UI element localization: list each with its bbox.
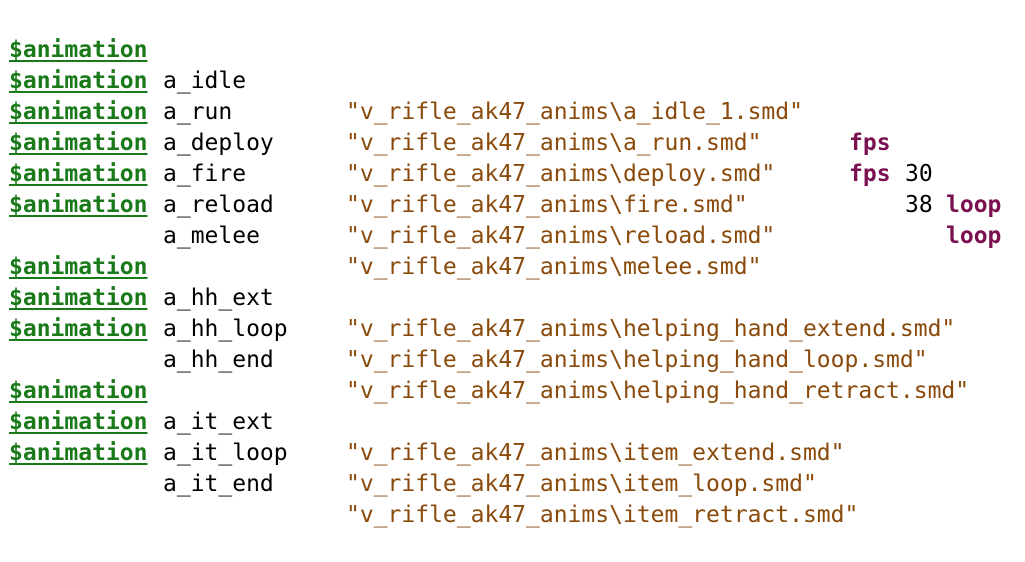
animation-keyword: $animation — [9, 161, 148, 187]
animation-name: a_hh_end — [163, 347, 274, 373]
code-line[interactable]: $animation a_it_ext "v_rifle_ak47_anims\… — [0, 345, 1025, 466]
fps-value: 38 — [905, 192, 933, 218]
loop-keyword: loop — [946, 223, 1002, 249]
animation-path: "v_rifle_ak47_anims\melee.smd" — [346, 254, 762, 280]
code-line[interactable]: $animation a_fire "v_rifle_ak47_anims\fi… — [0, 97, 1025, 218]
code-line[interactable]: $animation a_hh_ext "v_rifle_ak47_anims\… — [0, 221, 1025, 342]
animation-path: "v_rifle_ak47_anims\reload.smd" — [346, 223, 776, 249]
code-line[interactable]: $animation a_it_loop "v_rifle_ak47_anims… — [0, 376, 1025, 497]
code-line[interactable]: $animation a_deploy "v_rifle_ak47_anims\… — [0, 66, 1025, 187]
animation-keyword: $animation — [9, 409, 148, 435]
animation-path: "v_rifle_ak47_anims\a_run.smd" — [346, 130, 762, 156]
animation-keyword: $animation — [9, 192, 148, 218]
code-line[interactable]: $animation a_melee "v_rifle_ak47_anims\m… — [0, 159, 1025, 280]
animation-keyword: $animation — [9, 68, 148, 94]
fps-keyword: fps — [849, 130, 891, 156]
animation-keyword: $animation — [9, 316, 148, 342]
code-line[interactable]: $animation a_hh_loop "v_rifle_ak47_anims… — [0, 252, 1025, 373]
animation-name: a_hh_ext — [163, 285, 274, 311]
code-line[interactable]: $animation a_idle "v_rifle_ak47_anims\a_… — [0, 4, 1025, 218]
animation-path: "v_rifle_ak47_anims\a_idle_1.smd" — [346, 99, 803, 125]
animation-name: a_run — [163, 99, 233, 125]
animation-name: a_melee — [163, 223, 260, 249]
animation-name: a_idle — [163, 68, 247, 94]
animation-keyword: $animation — [9, 37, 148, 63]
code-line[interactable]: $animation a_it_end "v_rifle_ak47_anims\… — [0, 407, 1025, 528]
fps-value: 30 — [905, 161, 933, 187]
animation-name: a_hh_loop — [163, 316, 288, 342]
animation-name: a_it_loop — [163, 440, 288, 466]
animation-keyword: $animation — [9, 440, 148, 466]
animation-keyword: $animation — [9, 130, 148, 156]
fps-keyword: fps — [849, 161, 891, 187]
animation-keyword: $animation — [9, 254, 148, 280]
code-line[interactable]: $animation a_hh_end "v_rifle_ak47_anims\… — [0, 283, 1025, 404]
animation-path: "v_rifle_ak47_anims\deploy.smd" — [346, 161, 776, 187]
animation-path: "v_rifle_ak47_anims\helping_hand_retract… — [346, 378, 970, 404]
animation-name: a_reload — [163, 192, 274, 218]
code-line[interactable]: $animation a_reload "v_rifle_ak47_anims\… — [0, 128, 1025, 249]
animation-path: "v_rifle_ak47_anims\item_extend.smd" — [346, 440, 845, 466]
animation-path: "v_rifle_ak47_anims\helping_hand_loop.sm… — [346, 347, 928, 373]
animation-name: a_fire — [163, 161, 247, 187]
animation-name: a_it_end — [163, 471, 274, 497]
animation-path: "v_rifle_ak47_anims\item_loop.smd" — [346, 471, 817, 497]
animation-name: a_it_ext — [163, 409, 274, 435]
animation-path: "v_rifle_ak47_anims\helping_hand_extend.… — [346, 316, 956, 342]
animation-path: "v_rifle_ak47_anims\item_retract.smd" — [346, 502, 859, 528]
code-line[interactable]: $animation a_run "v_rifle_ak47_anims\a_r… — [0, 35, 1025, 249]
animation-keyword: $animation — [9, 99, 148, 125]
animation-path: "v_rifle_ak47_anims\fire.smd" — [346, 192, 748, 218]
animation-name: a_deploy — [163, 130, 274, 156]
animation-keyword: $animation — [9, 378, 148, 404]
loop-keyword: loop — [946, 192, 1002, 218]
animation-keyword: $animation — [9, 285, 148, 311]
code-editor[interactable]: $animation a_idle "v_rifle_ak47_anims\a_… — [0, 0, 1025, 528]
